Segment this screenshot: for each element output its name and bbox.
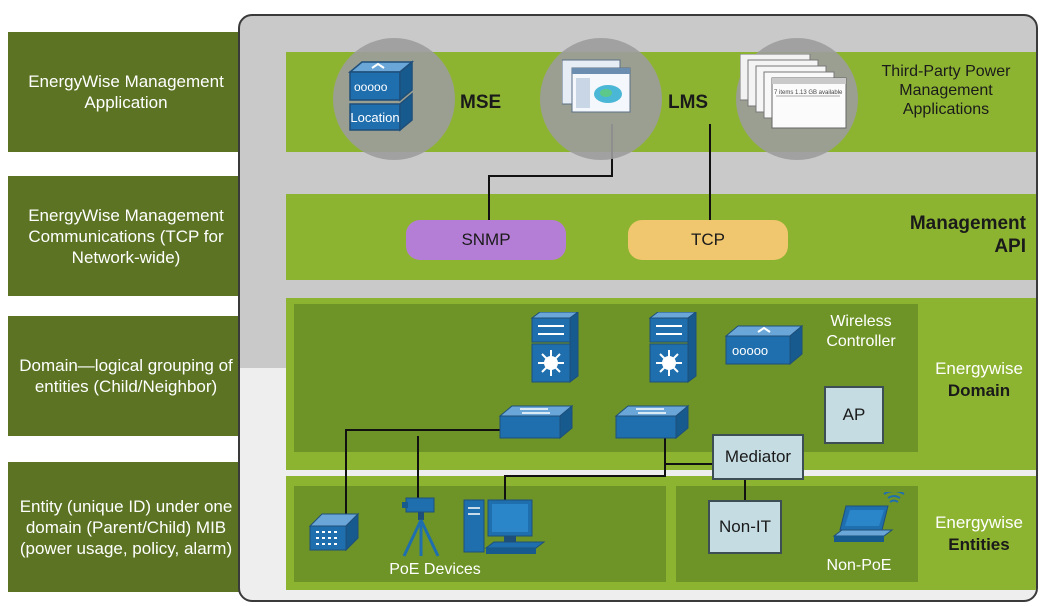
energywise-entities-title-line2: Entities [948,535,1010,554]
mse-appliance-icon: ooooo [344,56,416,138]
third-party-window-status: 7 items 1.13 GB available [774,90,843,96]
callout-domain: Domain—logical grouping of entities (Chi… [8,316,244,436]
wireless-controller-icon: ooooo [724,322,804,368]
access-switch-icon-1 [498,404,574,440]
lms-window-icon [561,56,634,118]
management-api-title: Management API [910,212,1026,258]
management-api-title-line1: Management [909,213,1026,234]
mse-label: MSE [460,92,502,113]
callout-domain-text: Domain—logical grouping of entities (Chi… [19,356,233,396]
multilayer-switch-icon-2 [648,311,698,384]
desktop-pc-icon [462,496,546,560]
energywise-entities-title: Energywise Entities [920,512,1036,556]
energywise-domain-title-line2: Domain [947,381,1011,400]
snmp-pill: SNMP [406,220,566,260]
callout-entity-text: Entity (unique ID) under one domain (Par… [19,496,233,558]
ip-phone-icon [306,510,360,554]
laptop-icon [832,490,912,548]
line-switch2-mediator [664,436,714,465]
third-party-label: Third-Party Power Management Application… [862,62,1030,119]
camera-icon [398,494,444,558]
mse-location-label: Location [350,110,400,125]
ap-box: AP [824,386,884,444]
callout-management-communications-text: EnergyWise Management Communications (TC… [28,205,224,267]
wireless-controller-label-line1: Wireless [830,313,892,330]
svg-text:ooooo: ooooo [354,80,388,94]
callout-management-application: EnergyWise Management Application [8,32,244,152]
energywise-domain-title-line1: Energywise [935,359,1023,378]
domain-inner-panel [294,304,918,452]
non-poe-label: Non-PoE [826,557,892,574]
wireless-controller-label: Wireless Controller [806,312,916,352]
energywise-domain-title: Energywise Domain [920,358,1036,402]
multilayer-switch-icon-1 [530,311,580,384]
architecture-panel: ooooo Location MSE LMS 7 items [238,14,1038,602]
non-it-box: Non-IT [708,500,782,554]
access-switch-icon-2 [614,404,690,440]
lms-label: LMS [668,92,709,113]
callout-entity: Entity (unique ID) under one domain (Par… [8,462,244,592]
third-party-label-text: Third-Party Power Management Application… [881,63,1011,118]
wireless-controller-label-line2: Controller [826,333,896,350]
svg-text:ooooo: ooooo [732,343,768,358]
mediator-box: Mediator [712,434,804,480]
third-party-windows-icon [739,53,850,134]
management-api-title-line2: API [994,236,1026,257]
line-switch1-phone [345,429,504,514]
tcp-pill: TCP [628,220,788,260]
callout-management-communications: EnergyWise Management Communications (TC… [8,176,244,296]
callout-management-application-text: EnergyWise Management Application [28,72,224,112]
energywise-entities-title-line1: Energywise [935,513,1023,532]
poe-devices-label: PoE Devices [389,561,481,578]
